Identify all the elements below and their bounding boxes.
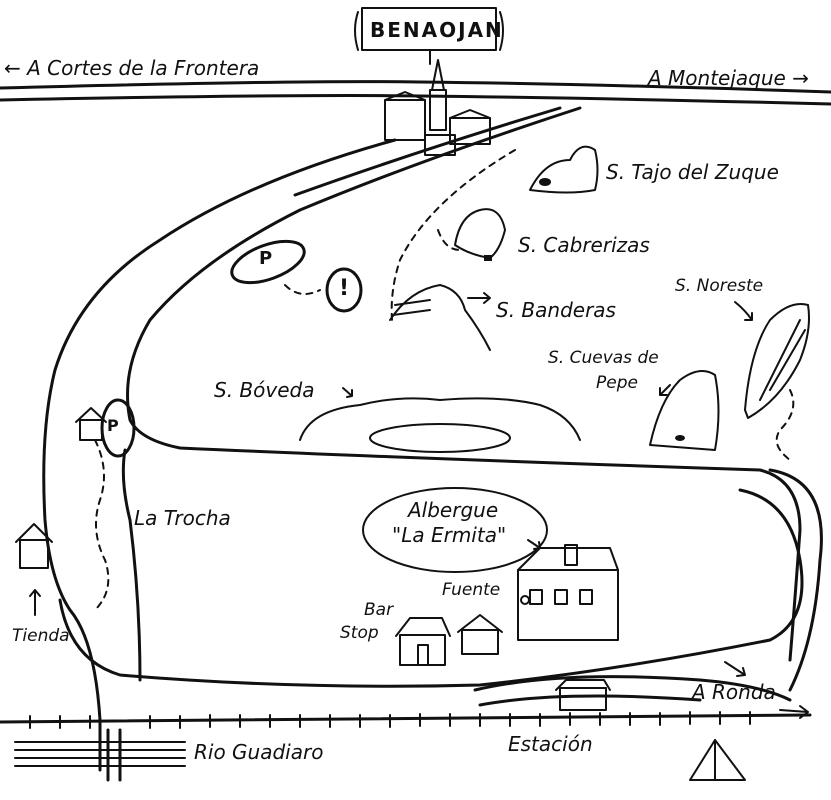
trail-to-warning <box>284 284 321 295</box>
cave-opening <box>539 178 551 186</box>
sector-cuevas-de-pepe-label-1: S. Cuevas de <box>548 348 659 368</box>
rock-cabrerizas <box>454 208 506 259</box>
road-to-montejaque-label: A Montejaque <box>648 68 809 88</box>
station-building <box>555 679 611 711</box>
sector-boveda-label: S. Bóveda <box>214 378 315 402</box>
road-to-ronda <box>473 675 792 702</box>
tent-shape <box>689 739 746 781</box>
albergue-label-1: Albergue <box>408 498 499 522</box>
arrow-boveda <box>342 387 353 398</box>
tienda-house <box>15 523 53 569</box>
arrow-cuevas <box>659 384 671 396</box>
parking-symbol-left: P <box>107 416 121 435</box>
road-to-cortes-label: A Cortes de la Frontera <box>4 58 259 78</box>
arrow-noreste <box>734 301 753 321</box>
river-lines <box>14 741 186 767</box>
fuente-label: Fuente <box>442 580 501 600</box>
trail-to-cabrerizas <box>437 229 461 251</box>
road-to-ronda-label: A Ronda <box>692 680 776 704</box>
fuente-symbol <box>520 595 530 605</box>
trail-trocha <box>94 439 110 611</box>
sector-banderas-label: S. Banderas <box>496 298 616 322</box>
small-house <box>457 614 503 655</box>
sector-noreste-label: S. Noreste <box>675 276 764 296</box>
albergue-oval <box>362 487 548 573</box>
station-label: Estación <box>508 732 593 756</box>
cabrerizas-box <box>484 255 492 261</box>
tienda-label: Tienda <box>12 626 70 646</box>
trail-noreste <box>775 389 795 461</box>
arrow-banderas <box>467 292 491 304</box>
rock-banderas <box>389 284 491 351</box>
cuevas-dots <box>675 435 685 441</box>
parking-symbol-top: P <box>259 248 275 269</box>
albergue-building <box>517 544 619 641</box>
arrow-ronda-road <box>779 705 809 719</box>
main-road-top-lower <box>0 94 831 106</box>
trocha-house <box>75 407 107 441</box>
bar-house <box>395 617 451 666</box>
trail-to-banderas <box>390 149 516 321</box>
la-trocha-label: La Trocha <box>134 506 231 530</box>
parking-oval-top <box>230 239 306 285</box>
town-title: BENAOJAN <box>370 18 504 42</box>
bar-label-1: Bar <box>364 600 394 620</box>
road-loop-bottom <box>121 448 142 682</box>
rock-tajo-del-zuque <box>529 145 599 194</box>
village-drawing <box>384 59 491 156</box>
road-lower-loop <box>58 488 804 688</box>
sector-cabrerizas-label: S. Cabrerizas <box>518 233 650 257</box>
rock-cuevas-de-pepe <box>649 370 720 451</box>
rock-boveda <box>299 397 581 441</box>
arrow-tienda <box>29 589 41 616</box>
arrow-ronda <box>724 661 746 677</box>
bar-label-2: Stop <box>340 623 379 643</box>
road-to-ronda-2 <box>478 694 702 707</box>
railway-ticks <box>29 711 751 729</box>
river-label: Rio Guadiaro <box>194 740 324 764</box>
road-inner-right <box>293 106 562 197</box>
warning-symbol: ! <box>339 276 352 301</box>
sector-cuevas-de-pepe-label-2: Pepe <box>596 373 638 393</box>
sector-tajo-del-zuque-label: S. Tajo del Zuque <box>606 160 779 184</box>
cave-boveda <box>369 423 511 453</box>
road-inner-left <box>126 106 802 662</box>
rock-noreste <box>744 303 810 419</box>
road-lower-loop-inner <box>768 468 823 692</box>
river-vertical <box>106 728 122 782</box>
road-outer-left <box>42 138 397 772</box>
title-banner-shape <box>354 7 504 65</box>
railway <box>0 713 812 724</box>
albergue-label-2: "La Ermita" <box>392 523 507 547</box>
warning-circle <box>325 267 363 313</box>
